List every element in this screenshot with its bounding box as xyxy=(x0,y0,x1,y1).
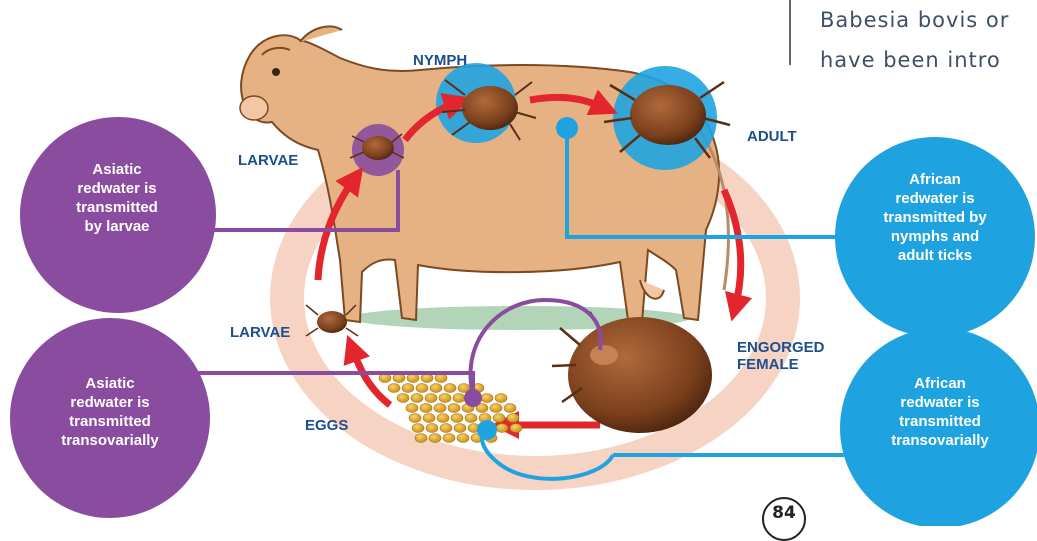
stage-label-larvae-top: LARVAE xyxy=(238,152,298,169)
egg xyxy=(415,434,427,443)
engorged-female-tick xyxy=(552,312,712,433)
egg xyxy=(406,404,418,413)
egg xyxy=(409,414,421,423)
egg xyxy=(465,414,477,423)
egg xyxy=(457,434,469,443)
egg xyxy=(397,394,409,403)
callout-asiatic-larvae: Asiatic redwater is transmitted by larva… xyxy=(22,160,212,236)
egg xyxy=(493,414,505,423)
egg xyxy=(425,394,437,403)
egg xyxy=(443,434,455,443)
egg xyxy=(429,434,441,443)
egg xyxy=(510,424,522,433)
egg xyxy=(440,424,452,433)
egg xyxy=(439,394,451,403)
egg xyxy=(496,424,508,433)
egg xyxy=(490,404,502,413)
stage-label-adult: ADULT xyxy=(747,128,797,145)
callout-african-nymphs-adults: African redwater is transmitted by nymph… xyxy=(843,170,1027,265)
stage-label-nymph: NYMPH xyxy=(413,52,467,69)
document-text-line-2: have been intro xyxy=(820,48,1001,72)
egg xyxy=(454,424,466,433)
stage-label-larvae-bottom: LARVAE xyxy=(230,324,290,341)
egg xyxy=(416,384,428,393)
egg xyxy=(481,394,493,403)
egg xyxy=(495,394,507,403)
stage-label-engorged-female: ENGORGED FEMALE xyxy=(737,339,825,373)
egg xyxy=(444,384,456,393)
stage-label-eggs: EGGS xyxy=(305,417,348,434)
egg xyxy=(426,424,438,433)
egg xyxy=(507,414,519,423)
egg xyxy=(451,414,463,423)
egg xyxy=(402,384,414,393)
egg xyxy=(453,394,465,403)
egg xyxy=(388,384,400,393)
egg xyxy=(420,404,432,413)
callout-african-transovarial: African redwater is transmitted transova… xyxy=(848,374,1032,450)
egg xyxy=(412,424,424,433)
egg xyxy=(504,404,516,413)
egg xyxy=(411,394,423,403)
egg xyxy=(448,404,460,413)
page-number: 84 xyxy=(762,497,806,541)
callout-asiatic-transovarial: Asiatic redwater is transmitted transova… xyxy=(15,374,205,450)
egg xyxy=(434,404,446,413)
egg xyxy=(437,414,449,423)
egg xyxy=(430,384,442,393)
document-text-line-1: Babesia bovis or xyxy=(820,8,1009,32)
egg xyxy=(423,414,435,423)
